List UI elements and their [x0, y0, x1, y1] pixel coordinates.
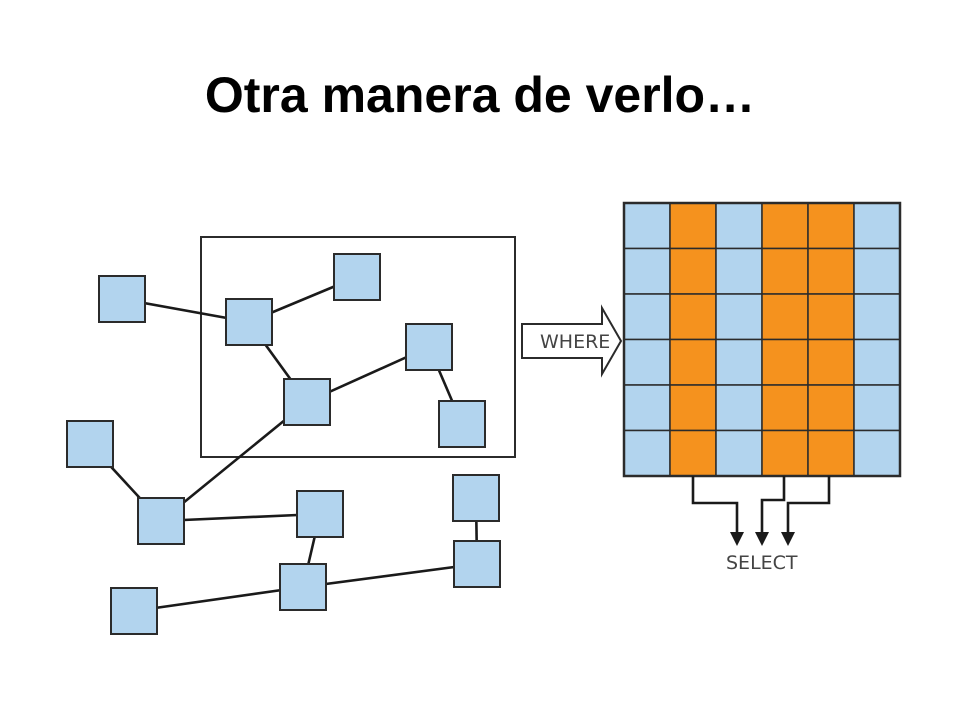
grid-cell-selected — [807, 429, 855, 477]
graph-edge — [160, 400, 308, 523]
graph-node — [137, 497, 185, 545]
grid-cell-selected — [669, 338, 717, 386]
graph-node — [296, 490, 344, 538]
arrow-down-icon — [755, 532, 769, 546]
grid-cell — [715, 293, 763, 341]
where-label: WHERE — [540, 331, 610, 353]
slide-title: Otra manera de verlo… — [204, 67, 756, 123]
select-label: SELECT — [726, 552, 798, 574]
graph-node — [110, 587, 158, 635]
grid-cell — [853, 202, 901, 250]
graph-edge — [302, 562, 478, 589]
grid-cell-selected — [807, 293, 855, 341]
graph-edge — [160, 512, 321, 523]
grid-cell-selected — [807, 247, 855, 295]
grid-cell-selected — [669, 429, 717, 477]
grid-cell-selected — [807, 384, 855, 432]
grid-cell-selected — [761, 247, 809, 295]
graph-node — [453, 540, 501, 588]
graph-node — [279, 563, 327, 611]
grid-cell — [715, 338, 763, 386]
grid-cell — [715, 202, 763, 250]
where-selection-frame — [200, 236, 516, 458]
grid-cell-selected — [761, 293, 809, 341]
grid-cell — [853, 293, 901, 341]
grid-cell-selected — [669, 202, 717, 250]
arrow-right-icon — [521, 304, 623, 378]
grid-cell — [853, 384, 901, 432]
select-connector — [691, 476, 739, 532]
grid-cell — [715, 247, 763, 295]
grid-cell-selected — [761, 338, 809, 386]
graph-node — [333, 253, 381, 301]
select-connector — [760, 476, 786, 532]
grid-cell — [623, 338, 671, 386]
graph-node — [66, 420, 114, 468]
grid-cell — [853, 247, 901, 295]
select-connectors — [691, 476, 831, 546]
grid-cell-selected — [669, 293, 717, 341]
grid-cell — [623, 384, 671, 432]
grid-cell — [853, 429, 901, 477]
graph-edge — [133, 585, 304, 613]
graph-nodes — [66, 253, 501, 635]
grid-cell-selected — [761, 202, 809, 250]
grid-border — [622, 201, 902, 478]
grid-cell — [715, 384, 763, 432]
graph-node — [438, 400, 486, 448]
grid-cell — [623, 247, 671, 295]
graph-node — [405, 323, 453, 371]
grid-cell-selected — [669, 247, 717, 295]
graph-node — [283, 378, 331, 426]
grid-cell-selected — [669, 384, 717, 432]
graph-node — [98, 275, 146, 323]
result-grid — [622, 201, 902, 478]
arrow-down-icon — [781, 532, 795, 546]
grid-cell — [623, 429, 671, 477]
graph-node — [225, 298, 273, 346]
grid-cell — [715, 429, 763, 477]
grid-cell-selected — [761, 429, 809, 477]
grid-cell — [623, 293, 671, 341]
grid-cell-selected — [807, 338, 855, 386]
grid-cell-selected — [761, 384, 809, 432]
grid-cell — [623, 202, 671, 250]
graph-node — [452, 474, 500, 522]
grid-cell — [853, 338, 901, 386]
grid-cell-selected — [807, 202, 855, 250]
where-arrow: WHERE — [521, 304, 623, 378]
select-connector — [786, 476, 831, 532]
arrow-down-icon — [730, 532, 744, 546]
